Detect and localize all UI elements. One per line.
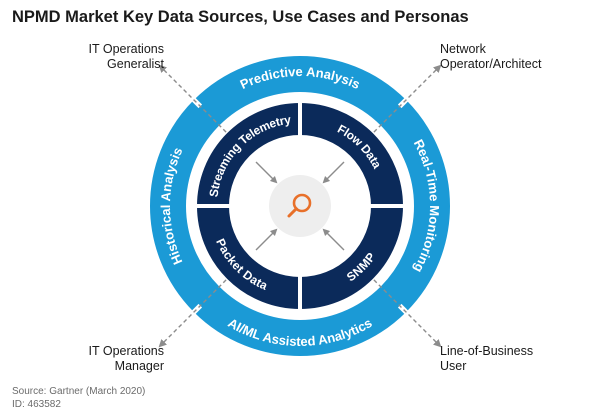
persona-line: IT Operations	[88, 344, 164, 358]
outer-ring	[150, 56, 450, 356]
persona-line: Network	[440, 42, 486, 56]
source-citation: Source: Gartner (March 2020)	[12, 386, 146, 397]
center-arrows	[255, 161, 345, 251]
persona-network-operator: Network Operator/Architect	[440, 42, 590, 72]
persona-line-of-business-user: Line-of-Business User	[440, 344, 590, 374]
persona-line: Generalist	[107, 57, 164, 71]
persona-line: IT Operations	[88, 42, 164, 56]
persona-line: Manager	[114, 359, 164, 373]
source-id: ID: 463582	[12, 399, 61, 410]
persona-it-operations-manager: IT Operations Manager	[40, 344, 164, 374]
persona-line: Line-of-Business	[440, 344, 534, 358]
persona-line: Operator/Architect	[440, 57, 542, 71]
magnifier-icon	[287, 193, 312, 218]
page-title: NPMD Market Key Data Sources, Use Cases …	[12, 8, 469, 26]
persona-connectors	[158, 64, 442, 348]
persona-line: User	[440, 359, 467, 373]
persona-it-operations-generalist: IT Operations Generalist	[40, 42, 164, 72]
center-disc	[269, 175, 331, 237]
inner-ring-dividers	[197, 103, 403, 309]
